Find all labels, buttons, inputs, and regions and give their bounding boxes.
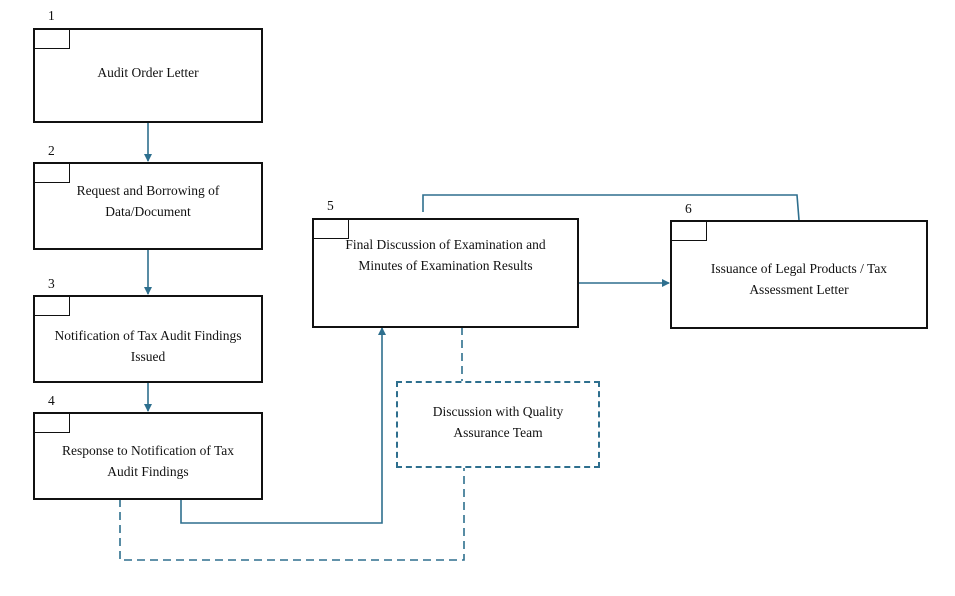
step-box-notification-findings: Notification of Tax Audit Findings Issue… (33, 295, 263, 383)
step-label: Issuance of Legal Products / Tax Assessm… (710, 261, 888, 297)
step-box-final-discussion: Final Discussion of Examination and Minu… (312, 218, 579, 328)
edge-4-qa-dashed (119, 467, 465, 561)
step-number-1: 1 (48, 8, 55, 23)
step-number-6: 6 (685, 201, 692, 216)
step-box-audit-order-letter: Audit Order Letter (33, 28, 263, 123)
step-number-5: 5 (327, 198, 334, 213)
step-label: Request and Borrowing of Data/Document (76, 183, 220, 219)
step-tab (672, 222, 707, 241)
step-label: Notification of Tax Audit Findings Issue… (54, 328, 242, 364)
step-label: Audit Order Letter (97, 65, 199, 80)
step-label: Final Discussion of Examination and Minu… (345, 237, 546, 273)
step-tab (314, 220, 349, 239)
step-label: Response to Notification of Tax Audit Fi… (61, 443, 235, 479)
edge-5-6-top (422, 194, 800, 221)
edge-4-5 (180, 327, 386, 524)
step-number-3: 3 (48, 276, 55, 291)
step-box-response-notification: Response to Notification of Tax Audit Fi… (33, 412, 263, 500)
step-tab (35, 164, 70, 183)
step-number-4: 4 (48, 393, 55, 408)
side-step-label: Discussion with Quality Assurance Team (432, 404, 564, 440)
step-number-2: 2 (48, 143, 55, 158)
step-tab (35, 414, 70, 433)
step-box-request-borrowing: Request and Borrowing of Data/Document (33, 162, 263, 250)
step-tab (35, 30, 70, 49)
step-box-issuance-legal-products: Issuance of Legal Products / Tax Assessm… (670, 220, 928, 329)
side-step-quality-assurance: Discussion with Quality Assurance Team (396, 381, 600, 468)
step-tab (35, 297, 70, 316)
